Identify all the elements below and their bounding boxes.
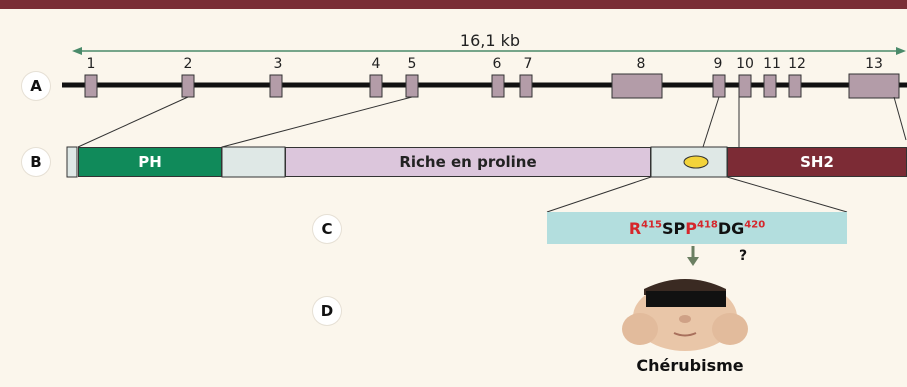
row-label-a: A [22,72,50,100]
exon-label: 2 [183,56,193,72]
gene-span-label: 16,1 kb [459,31,521,50]
nose [679,315,691,323]
exon-12-box [788,74,802,98]
top-rule [0,0,907,9]
exon-4-box [369,74,383,98]
exon-3-box [269,74,283,98]
exon-label: 8 [636,56,646,72]
connector-exon9 [702,96,720,148]
row-label-b: B [22,148,50,176]
left-cheek [622,313,658,345]
exon-7-box [519,74,533,98]
span-arrow-right-head [896,47,906,55]
exon-5-box [405,74,419,98]
mutation-site-ellipse [683,155,709,169]
connector-exon13 [893,96,907,141]
exon-2-box [181,74,195,98]
exon-6-box [491,74,505,98]
sh2-domain-label: SH2 [800,153,834,171]
sh2-domain: SH2 [727,147,907,177]
connector-exon5 [221,96,413,148]
connector-exon2 [77,96,189,148]
span-arrow-left-head [72,47,82,55]
exon-label: 11 [763,56,781,72]
ph-domain: PH [78,147,222,177]
zoom-line-right [726,176,848,213]
exon-label: 5 [407,56,417,72]
exon-1-box [84,74,98,98]
exon-label: 4 [371,56,381,72]
row-label-c: C [313,215,341,243]
exon-label: 6 [492,56,502,72]
exon-8-box [611,73,663,99]
row-label-d: D [313,297,341,325]
residue-sp: SP [662,218,686,238]
mouth [673,332,697,337]
proline-rich-label: Riche en proline [399,153,537,171]
exon-11-box [763,74,777,98]
residue-p418: P418 [685,218,718,238]
exon-label: 10 [736,56,754,72]
ph-domain-label: PH [138,153,162,171]
linker-segment [221,146,286,178]
proline-rich-domain: Riche en proline [285,147,651,177]
exon-label: 1 [86,56,96,72]
exon-label: 3 [273,56,283,72]
residue-g420: G420 [731,218,766,238]
patient-photo [616,275,754,351]
exon-9-box [712,74,726,98]
question-mark: ? [739,248,748,264]
eye-censor-bar [646,291,726,307]
exon-13-box [848,73,900,99]
exon-label: 12 [788,56,806,72]
residue-r415: R415 [628,218,663,238]
exon-label: 7 [523,56,533,72]
exon-label: 13 [865,56,883,72]
residue-d: D [717,218,732,238]
right-cheek [712,313,748,345]
phenotype-caption: Chérubisme [636,356,744,375]
down-arrow-head [687,257,699,266]
zoom-line-left [546,176,652,213]
exon-label: 9 [713,56,723,72]
exon-10-box [738,74,752,98]
protein-n-terminus [66,146,78,178]
